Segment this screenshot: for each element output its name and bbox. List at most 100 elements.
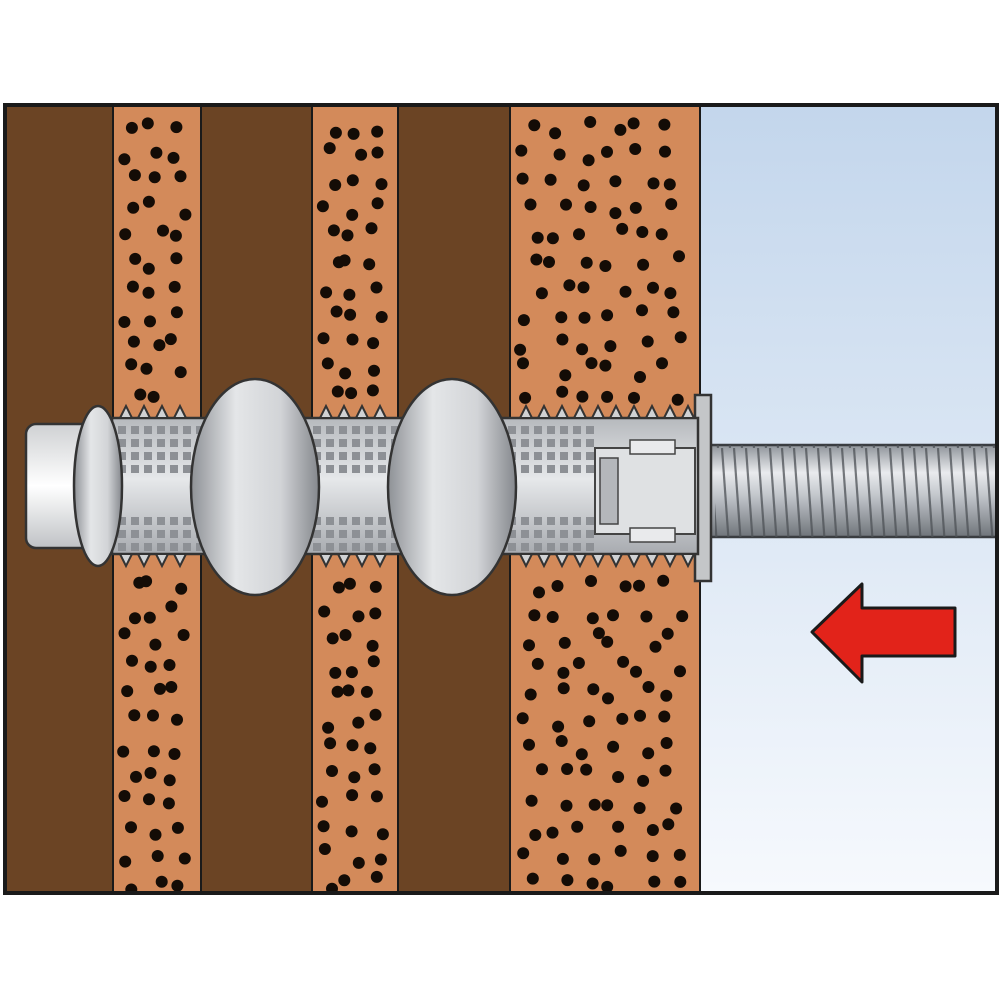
mesh-cell [326, 426, 334, 434]
sleeve-tooth [680, 553, 696, 569]
pore-dot [604, 340, 617, 353]
pore-dot [659, 764, 672, 777]
pore-dot [125, 121, 138, 134]
pore-dot [331, 385, 344, 398]
mesh-cell [339, 465, 347, 473]
pore-dot [157, 224, 169, 237]
mesh-cell [378, 530, 386, 538]
pore-dot [580, 256, 593, 269]
pore-dot [150, 146, 163, 159]
mesh-cell [547, 543, 555, 551]
pore-dot [376, 828, 389, 841]
mesh-cell [118, 452, 126, 460]
mesh-cell [170, 465, 178, 473]
sleeve-tooth [172, 553, 188, 569]
pore-dot [536, 763, 548, 776]
pore-dot [612, 771, 625, 783]
mesh-cell [339, 530, 347, 538]
sleeve-tooth [118, 553, 134, 569]
pore-dot [576, 343, 589, 356]
pore-dot [601, 880, 614, 892]
mesh-cell [573, 517, 581, 525]
mesh-cell [183, 517, 191, 525]
pore-dot [338, 874, 351, 887]
pore-dot [599, 260, 612, 272]
mesh-cell [534, 530, 542, 538]
pore-dot [326, 632, 339, 645]
sleeve-tooth [662, 553, 678, 569]
mesh-cell [560, 426, 568, 434]
pore-dot [170, 306, 183, 319]
mesh-cell [352, 530, 360, 538]
pore-dot [154, 682, 166, 695]
pore-dot [671, 393, 684, 406]
mesh-cell [144, 452, 152, 460]
mesh-cell [547, 426, 555, 434]
mesh-cell [391, 543, 399, 551]
mesh-cell [365, 465, 373, 473]
mesh-cell [170, 426, 178, 434]
sleeve-tooth [626, 553, 642, 569]
pore-dot [673, 250, 685, 263]
pore-dot [369, 580, 382, 593]
pore-dot [332, 581, 345, 594]
pore-dot [165, 600, 178, 613]
mesh-cell [573, 530, 581, 538]
mesh-cell [586, 452, 594, 460]
pore-dot [663, 178, 676, 191]
pore-dot [546, 232, 559, 245]
pore-dot [616, 222, 629, 235]
pore-dot [339, 629, 352, 641]
pore-dot [346, 789, 359, 802]
pore-dot [127, 201, 140, 214]
mesh-cell [183, 426, 191, 434]
pore-dot [370, 790, 383, 803]
pore-dot [368, 763, 381, 776]
sleeve-tooth [554, 403, 570, 419]
pore-dot [355, 148, 368, 161]
direction-arrow-icon [810, 582, 957, 684]
pore-dot [163, 659, 176, 671]
mesh-cell [586, 439, 594, 447]
mesh-cell [534, 543, 542, 551]
pore-dot [168, 748, 181, 760]
pore-dot [658, 118, 671, 131]
mesh-cell [378, 517, 386, 525]
pore-dot [580, 763, 593, 776]
pore-dot [585, 575, 597, 587]
mesh-cell [560, 452, 568, 460]
pore-dot [339, 367, 352, 380]
mesh-cell [183, 439, 191, 447]
pore-dot [673, 848, 686, 861]
sleeve-tooth [554, 553, 570, 569]
pore-dot [582, 154, 595, 167]
pore-dot [558, 636, 571, 649]
mesh-cell [170, 517, 178, 525]
pore-dot [533, 586, 545, 599]
mesh-cell [118, 439, 126, 447]
pore-dot [664, 287, 677, 300]
sleeve-tooth [662, 403, 678, 419]
pore-dot [329, 179, 342, 191]
mesh-cell [326, 517, 334, 525]
pore-dot [125, 883, 138, 892]
pore-dot [637, 774, 650, 787]
pore-dot [345, 387, 358, 400]
mesh-cell [573, 426, 581, 434]
pore-dot [646, 824, 659, 836]
sleeve-tooth [154, 403, 170, 419]
pore-dot [167, 151, 180, 164]
mesh-cell [521, 426, 529, 434]
mesh-cell [365, 517, 373, 525]
mesh-cell [144, 530, 152, 538]
mesh-cell [326, 465, 334, 473]
mesh-cell [352, 426, 360, 434]
pore-dot [629, 143, 642, 155]
pore-dot [326, 765, 338, 777]
pore-dot [557, 666, 570, 679]
mesh-cell [157, 530, 165, 538]
diagram-frame [3, 103, 999, 895]
pore-dot [577, 281, 590, 294]
pore-dot [126, 280, 139, 293]
mesh-cell [339, 426, 347, 434]
